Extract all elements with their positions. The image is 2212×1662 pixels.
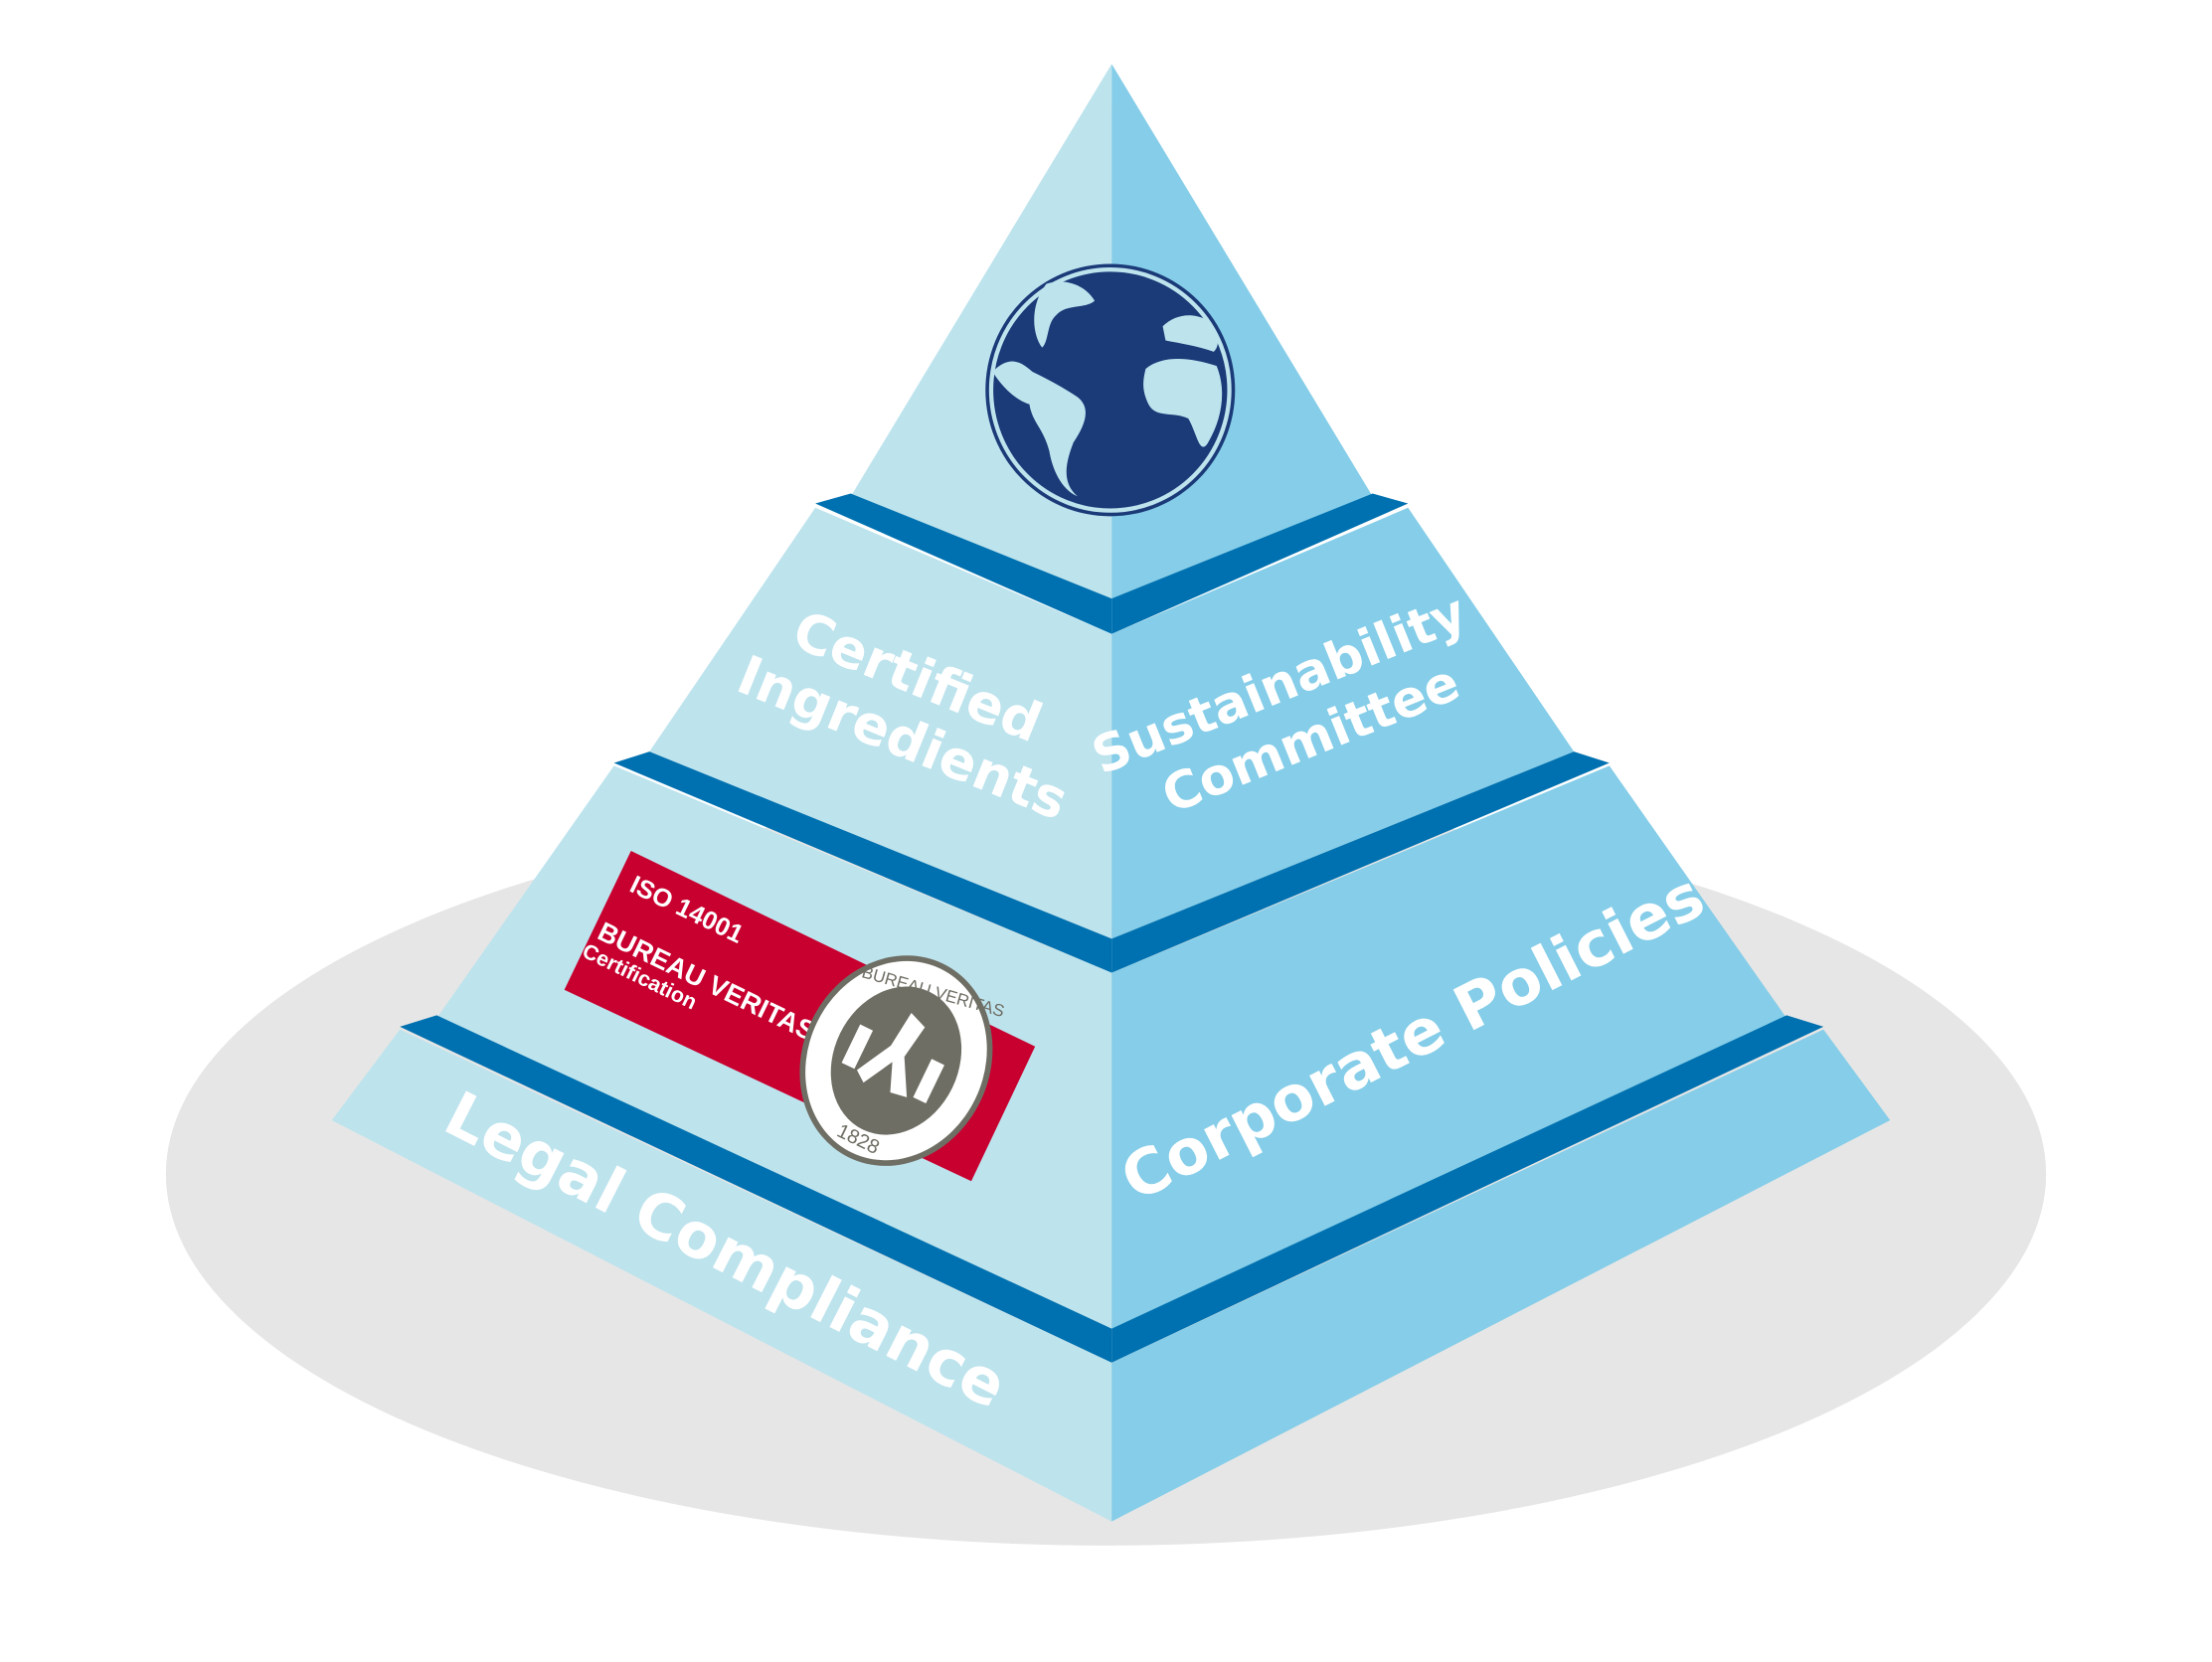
bureau-veritas-seal: BUREAU VERITAS 1828 bbox=[799, 955, 1006, 1166]
band2-right bbox=[1111, 751, 1610, 973]
tier3-right-face bbox=[1111, 765, 1787, 1329]
iso-14001-certification-badge: ISO 14001 BUREAU VERITAS Certification B… bbox=[564, 850, 1036, 1182]
band2-left bbox=[613, 751, 1112, 973]
tier2-right-face bbox=[1111, 507, 1575, 939]
globe-icon bbox=[985, 263, 1236, 517]
tier4-left-face bbox=[331, 1029, 1112, 1522]
band1-right bbox=[1111, 493, 1409, 634]
band3-left bbox=[400, 1015, 1112, 1363]
tier4-right-face bbox=[1111, 1029, 1891, 1522]
tier2-left-face bbox=[649, 507, 1112, 939]
band1-left bbox=[815, 493, 1112, 634]
band3-right bbox=[1111, 1015, 1824, 1363]
